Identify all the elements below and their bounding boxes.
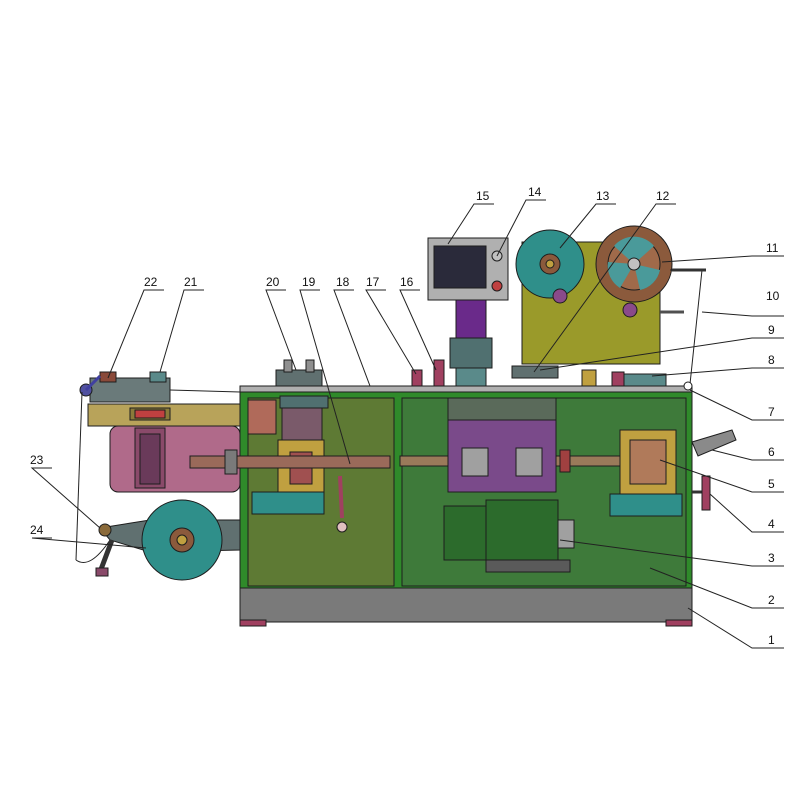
sealing-column bbox=[449, 299, 493, 387]
callout-18: 18 bbox=[336, 275, 350, 289]
pvc-film-roll bbox=[141, 499, 223, 581]
feed-bracket bbox=[87, 403, 241, 427]
forming-pink-panel bbox=[109, 425, 241, 493]
callout-12: 12 bbox=[656, 189, 670, 203]
punch-station bbox=[559, 429, 683, 517]
foil-roll-teal bbox=[515, 229, 585, 304]
output-chute bbox=[691, 429, 737, 457]
callout-9: 9 bbox=[768, 323, 775, 337]
callout-7: 7 bbox=[768, 405, 775, 419]
callout-16: 16 bbox=[400, 275, 414, 289]
guide-top-rollers bbox=[79, 371, 171, 403]
callout-11: 11 bbox=[766, 241, 779, 255]
callout-21: 21 bbox=[184, 275, 198, 289]
callout-19: 19 bbox=[302, 275, 316, 289]
base bbox=[239, 587, 693, 627]
leader-lines bbox=[30, 199, 784, 649]
callout-23: 23 bbox=[30, 453, 44, 467]
callout-2: 2 bbox=[768, 593, 775, 607]
callout-13: 13 bbox=[596, 189, 610, 203]
callout-17: 17 bbox=[366, 275, 380, 289]
callout-10: 10 bbox=[766, 289, 780, 303]
foil-tension-arm bbox=[660, 268, 706, 385]
foil-reel-brown bbox=[595, 225, 673, 318]
callout-14: 14 bbox=[528, 185, 542, 199]
handwheel bbox=[692, 475, 711, 511]
callout-6: 6 bbox=[768, 445, 775, 459]
callout-1: 1 bbox=[768, 633, 775, 647]
top-rail bbox=[239, 385, 693, 393]
callout-3: 3 bbox=[768, 551, 775, 565]
forming-top-clamp bbox=[275, 359, 323, 387]
guide-rollers-small bbox=[411, 359, 445, 387]
heat-seal-station bbox=[447, 397, 557, 493]
callout-8: 8 bbox=[768, 353, 775, 367]
callout-20: 20 bbox=[266, 275, 280, 289]
callout-labels: 1 2 3 4 5 6 7 8 9 10 11 12 13 14 15 16 1… bbox=[30, 185, 780, 647]
callout-24: 24 bbox=[30, 523, 44, 537]
callout-15: 15 bbox=[476, 189, 490, 203]
drive-motor bbox=[443, 499, 575, 573]
control-panel bbox=[427, 237, 509, 301]
callout-5: 5 bbox=[768, 477, 775, 491]
callout-22: 22 bbox=[144, 275, 158, 289]
callout-4: 4 bbox=[768, 517, 775, 531]
punch-top-assembly bbox=[581, 369, 693, 391]
